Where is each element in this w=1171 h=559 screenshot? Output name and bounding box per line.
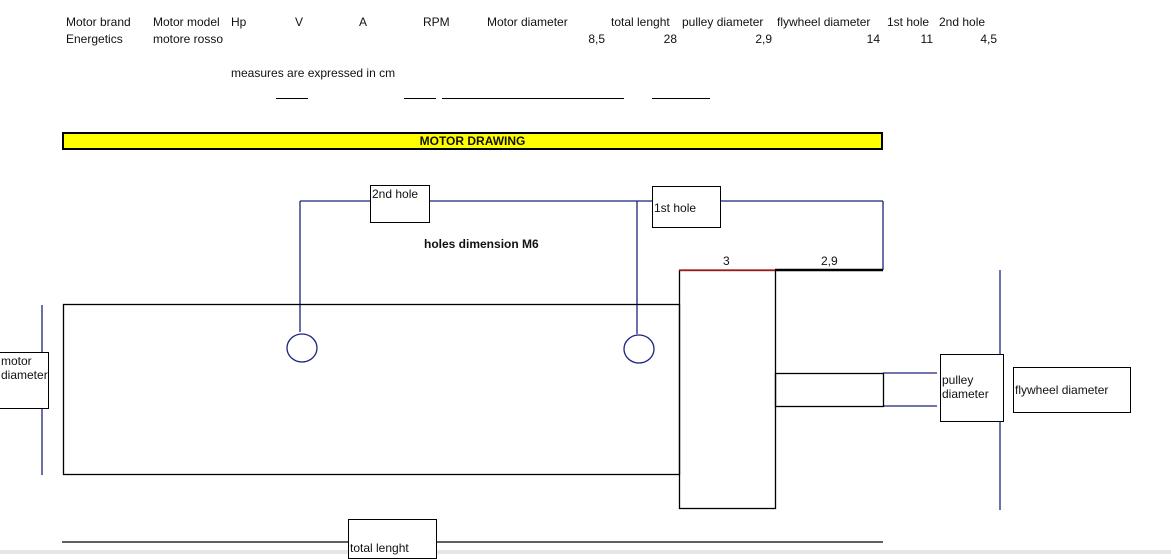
flange-width-value: 3 xyxy=(723,254,730,268)
header-rpm: RPM xyxy=(423,15,450,29)
units-note: measures are expressed in cm xyxy=(231,66,396,80)
header-2nd-hole: 2nd hole xyxy=(939,15,986,29)
motor-diameter-label: motor diameter xyxy=(0,352,49,409)
pulley-diameter-label: pulley diameter xyxy=(940,354,1004,422)
value-model: motore rosso xyxy=(153,32,224,46)
flange xyxy=(678,269,777,510)
header-pulley-diameter: pulley diameter xyxy=(682,15,764,29)
second-hole-label: 2nd hole xyxy=(370,185,430,223)
value-1st-hole: 11 xyxy=(920,32,933,46)
flywheel-diameter-label: flywheel diameter xyxy=(1013,367,1131,413)
value-flywheel-diameter: 14 xyxy=(866,32,880,46)
header-motor-diameter: Motor diameter xyxy=(487,15,568,29)
header-v: V xyxy=(295,15,304,29)
value-pulley-diameter: 2,9 xyxy=(755,32,772,46)
holes-dimension-label: holes dimension M6 xyxy=(424,237,539,251)
header-hp: Hp xyxy=(231,15,247,29)
total-length-label: total lenght xyxy=(348,519,437,559)
header-motor-model: Motor model xyxy=(153,15,220,29)
header-a: A xyxy=(359,15,368,29)
second-hole-circle xyxy=(286,333,318,363)
header-1st-hole: 1st hole xyxy=(887,15,930,29)
value-2nd-hole: 4,5 xyxy=(980,32,997,46)
pulley-length-value: 2,9 xyxy=(821,254,838,268)
shaft xyxy=(774,372,885,408)
first-hole-circle xyxy=(623,334,655,364)
value-total-length: 28 xyxy=(663,32,677,46)
first-hole-label: 1st hole xyxy=(652,186,721,228)
header-total-length: total lenght xyxy=(611,15,670,29)
header-motor-brand: Motor brand xyxy=(66,15,131,29)
motor-body xyxy=(62,303,681,476)
value-motor-diameter: 8,5 xyxy=(588,32,605,46)
value-brand: Energetics xyxy=(66,32,123,46)
motor-drawing-title: MOTOR DRAWING xyxy=(62,132,883,150)
header-flywheel-diameter: flywheel diameter xyxy=(777,15,871,29)
